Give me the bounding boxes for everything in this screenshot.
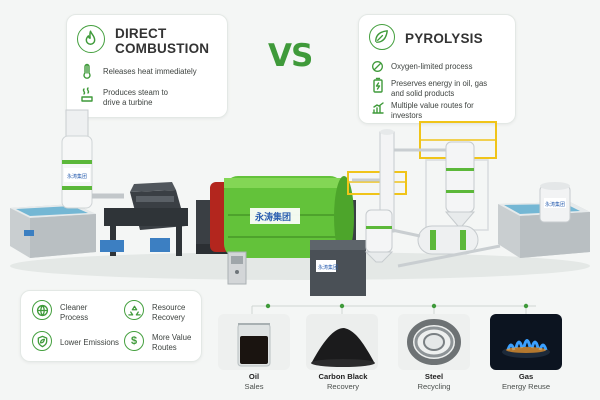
process-pipes — [352, 148, 501, 268]
direct-combustion-panel: DIRECT COMBUSTION Releases heat immediat… — [66, 14, 228, 118]
svg-text:永涛集团: 永涛集团 — [254, 211, 291, 223]
oil-beaker-image — [218, 314, 290, 370]
pyrolysis-panel: PYROLYSIS Oxygen-limited process Preserv… — [358, 14, 516, 124]
steel-wire-coil-image — [398, 314, 470, 370]
oxygen-limited-icon — [371, 60, 384, 78]
pyrolysis-item-2: Preserves energy in oil, gas and solid p… — [391, 79, 488, 98]
pyrolysis-reactor: 永涛集团 — [210, 176, 354, 258]
condenser-box: 永涛集团 — [310, 240, 366, 296]
steam-icon — [80, 87, 94, 108]
growth-chart-icon — [371, 101, 385, 120]
feeder-conveyor — [100, 182, 188, 256]
pyrolysis-item-1: Oxygen-limited process — [391, 62, 473, 71]
direct-item-1: Releases heat immediately — [103, 67, 197, 76]
svg-text:永涛集团: 永涛集团 — [545, 201, 565, 208]
vs-label: VS — [268, 38, 313, 74]
recycle-icon — [124, 300, 144, 320]
pyrolysis-title: PYROLYSIS — [405, 31, 483, 46]
direct-combustion-title: DIRECT COMBUSTION — [115, 26, 210, 56]
gas-flame-image — [490, 314, 562, 370]
leaf-badge-icon — [369, 24, 395, 50]
benefit-lower-emissions: Lower Emissions — [60, 338, 119, 347]
battery-icon — [372, 77, 384, 98]
scrubber-tower: 永涛集团 — [61, 109, 124, 209]
cooling-tower: 永涛集团 — [539, 182, 571, 223]
benefits-panel — [20, 290, 202, 362]
carbon-black-pile-image — [306, 314, 378, 370]
separator-columns — [364, 129, 476, 263]
svg-text:永涛集团: 永涛集团 — [67, 173, 87, 180]
svg-text:永涛集团: 永涛集团 — [318, 264, 338, 271]
shield-leaf-icon — [32, 331, 52, 351]
control-cabinet — [227, 251, 247, 285]
dollar-icon: $ — [124, 331, 144, 351]
globe-icon — [32, 300, 52, 320]
direct-item-2: Produces steam to drive a turbine — [103, 88, 169, 107]
oil-storage-tank — [417, 225, 479, 255]
thermometer-icon — [81, 63, 93, 84]
flame-badge-icon — [77, 25, 105, 53]
pyrolysis-item-3: Multiple value routes for investors — [391, 101, 474, 120]
